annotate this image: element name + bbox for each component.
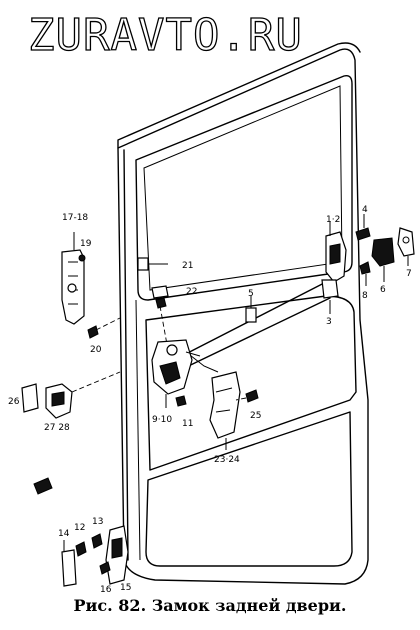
label-9-10: 9·10	[152, 415, 172, 425]
plate-14	[61, 540, 77, 587]
label-21: 21	[182, 261, 193, 271]
label-8: 8	[362, 291, 368, 301]
label-16: 16	[100, 585, 112, 595]
label-17-18: 17-18	[62, 213, 88, 223]
label-27-28: 27 28	[44, 423, 70, 433]
label-12: 12	[74, 523, 85, 533]
label-23-24: 23·24	[214, 455, 240, 465]
bumper-pad	[33, 477, 53, 495]
label-14: 14	[58, 529, 70, 539]
label-19: 19	[80, 239, 92, 249]
label-6: 6	[380, 285, 386, 295]
lock-knob-27-28	[45, 371, 121, 419]
label-20: 20	[90, 345, 102, 355]
part-labels: 17-18 19 20 21 22 1·2 4 3 5 6 7 8 26 27 …	[8, 205, 412, 595]
screw-8	[359, 261, 371, 286]
clip-5	[245, 296, 257, 323]
inner-handle-part	[61, 232, 85, 325]
bracket-7	[397, 227, 415, 266]
label-13: 13	[92, 517, 103, 527]
label-11: 11	[182, 419, 193, 429]
label-7: 7	[406, 269, 412, 279]
label-22: 22	[186, 287, 197, 297]
nut-22	[151, 285, 169, 351]
watermark: ZURAVTO.RU	[28, 10, 303, 61]
label-15: 15	[120, 583, 131, 593]
bolt-21	[137, 257, 168, 271]
cover-26	[21, 383, 39, 413]
label-1-2: 1·2	[326, 215, 340, 225]
label-5: 5	[248, 289, 254, 299]
screw-11	[175, 395, 187, 407]
clip-12-13	[75, 533, 103, 557]
striker-6	[371, 237, 395, 282]
lower-striker-part	[105, 525, 129, 585]
door-lock-assembly	[151, 339, 201, 408]
label-26: 26	[8, 397, 20, 407]
screw-20	[87, 317, 121, 339]
label-3: 3	[326, 317, 332, 327]
screw-16	[99, 561, 111, 575]
label-25: 25	[250, 411, 261, 421]
screw-25	[235, 389, 259, 403]
label-4: 4	[362, 205, 368, 215]
striker-bolt-4	[355, 214, 371, 241]
bolt-19	[78, 254, 86, 262]
upper-lock-part	[321, 222, 347, 314]
outer-handle-part	[209, 371, 241, 450]
figure-caption: Рис. 82. Замок задней двери.	[73, 596, 347, 615]
